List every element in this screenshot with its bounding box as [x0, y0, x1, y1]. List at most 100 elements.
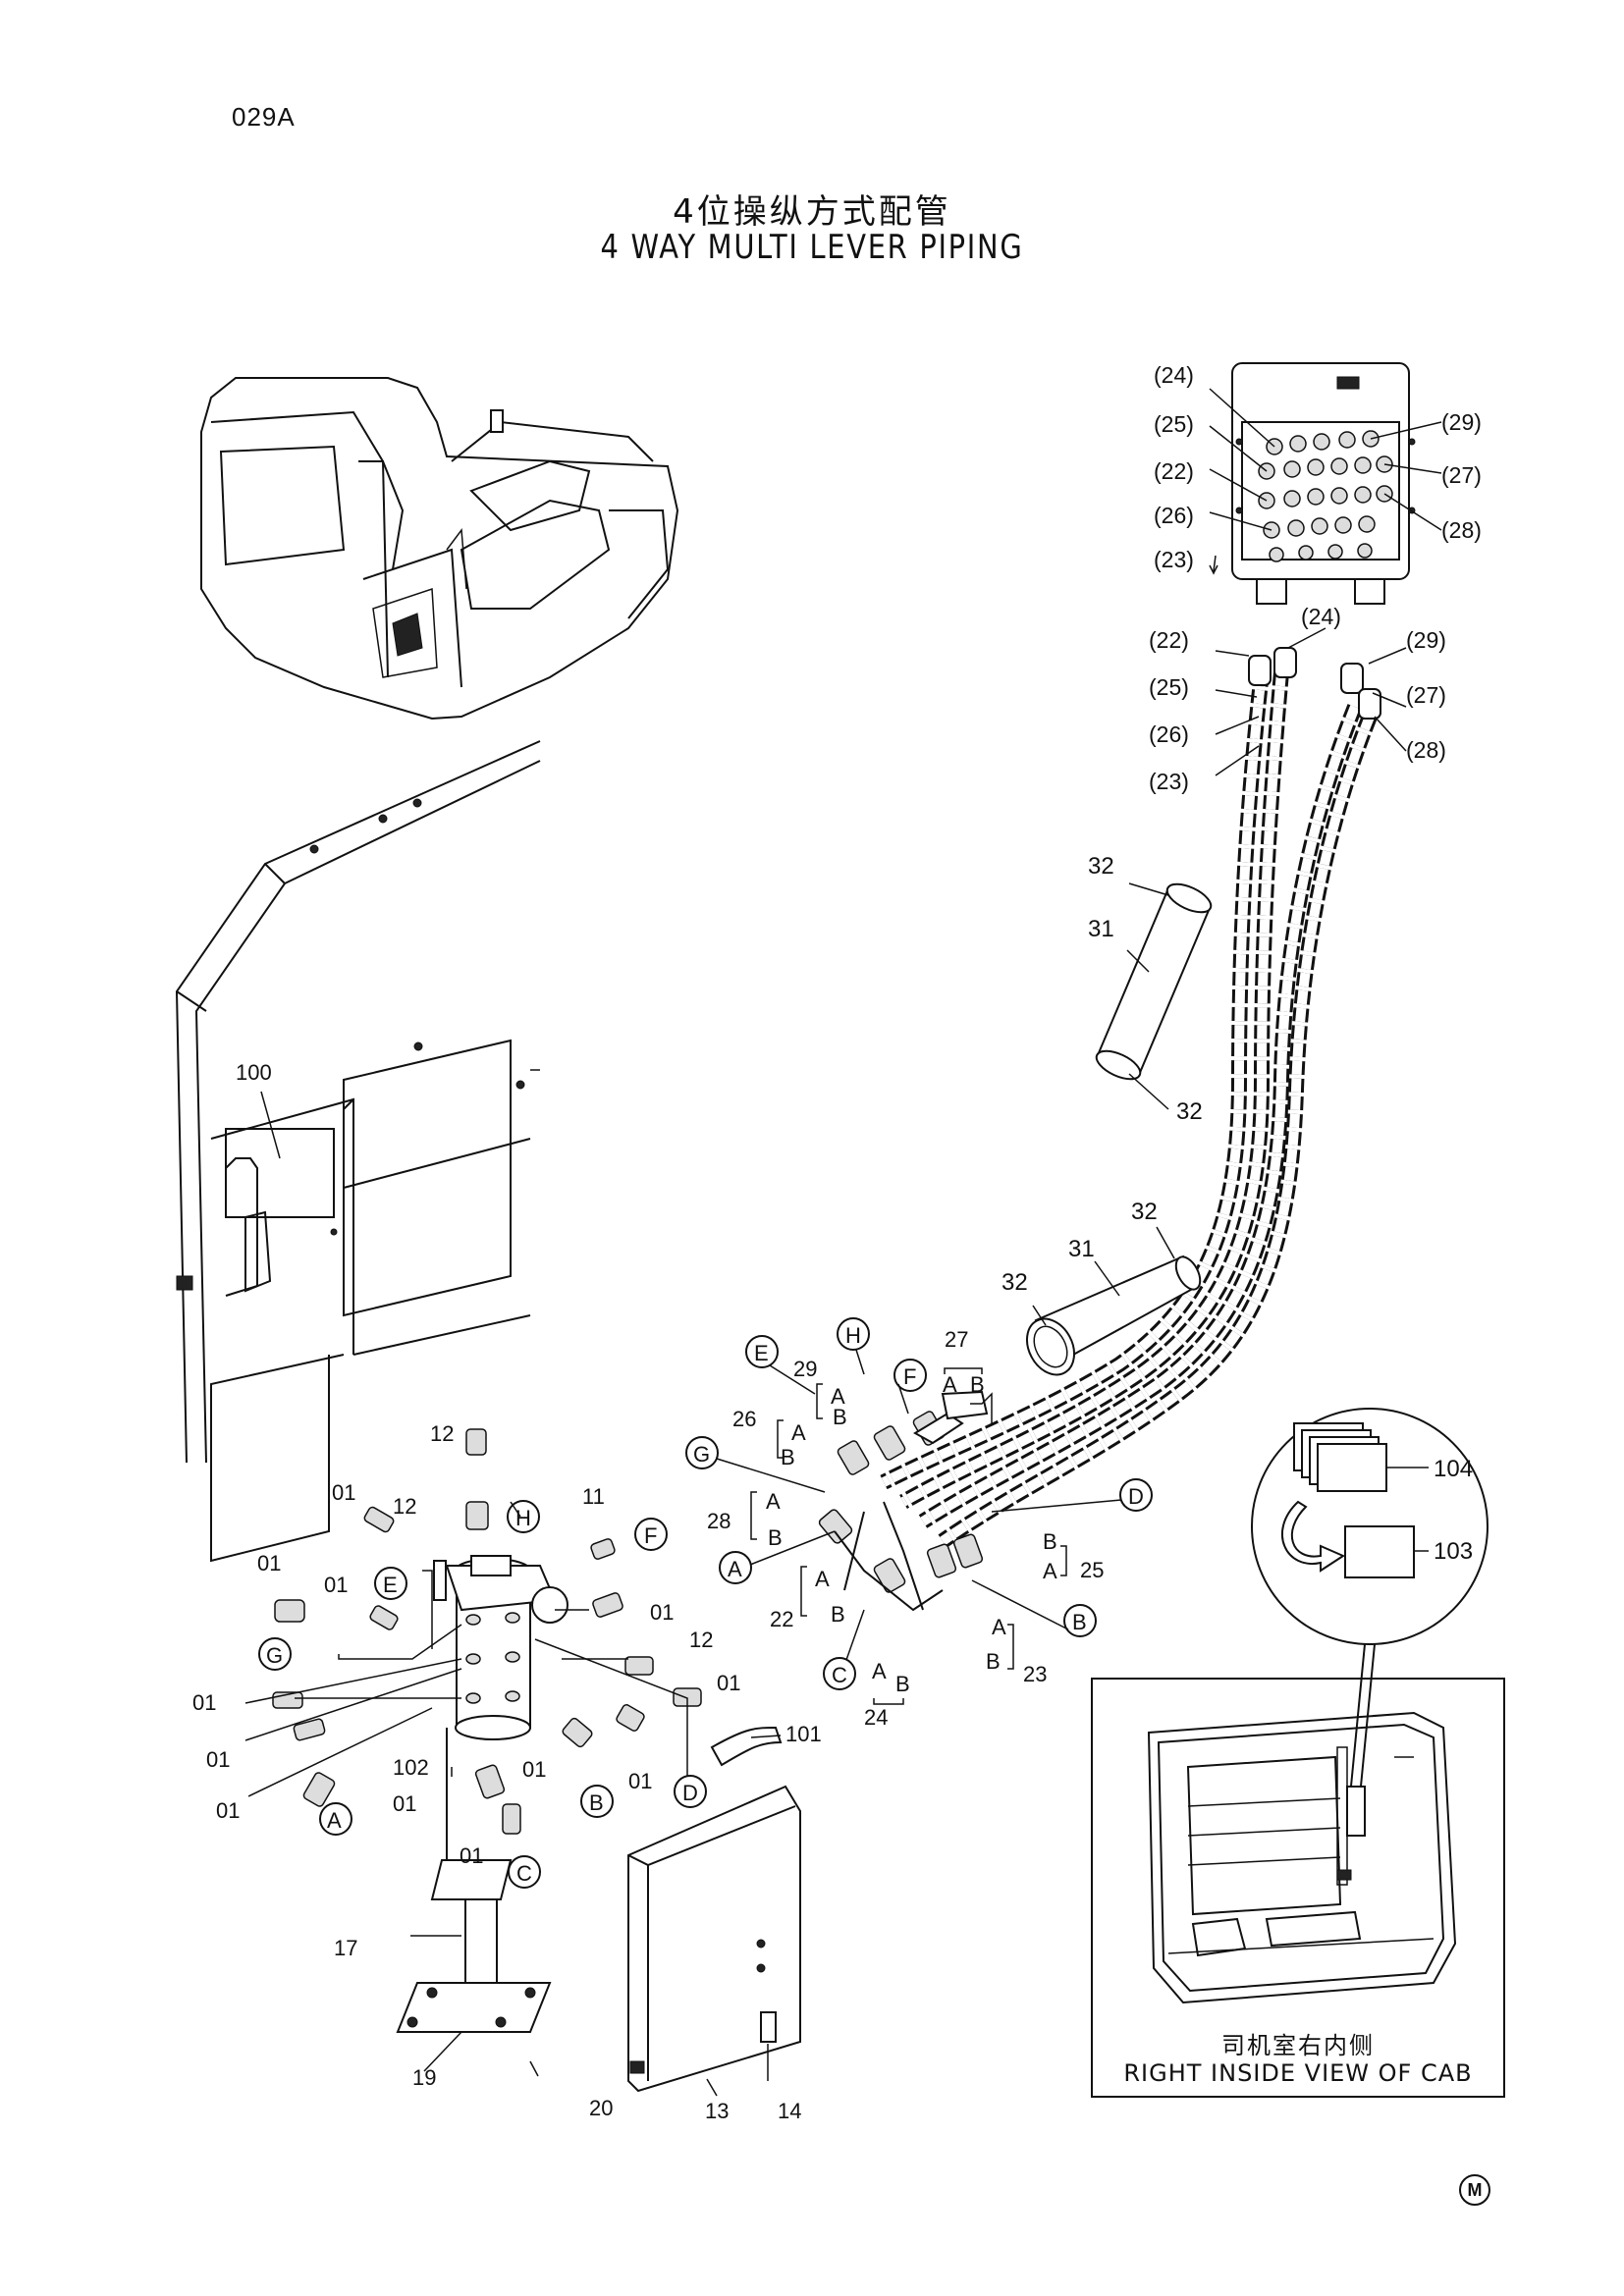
- part-label-12: 12: [393, 1494, 416, 1519]
- valve-label-24: (24): [1154, 362, 1194, 388]
- port-letter-g: G: [266, 1643, 283, 1668]
- hose-label-24: (24): [1301, 604, 1341, 629]
- part-label-24: 24: [864, 1705, 888, 1730]
- part-label-17: 17: [334, 1936, 357, 1960]
- valve-label-27: (27): [1441, 462, 1482, 488]
- port-letter-a: A: [728, 1557, 742, 1581]
- valve-label-28: (28): [1441, 517, 1482, 543]
- valve-label-25: (25): [1154, 411, 1194, 437]
- cover-panel-13: 13 14: [627, 1785, 801, 2123]
- part-label-12: 12: [430, 1421, 454, 1446]
- part-label-22: 22: [770, 1607, 793, 1631]
- inset-caption-cn: 司机室右内侧: [1221, 2032, 1375, 2059]
- part-label-102: 102: [393, 1755, 429, 1780]
- valve-label-26: (26): [1154, 503, 1194, 528]
- hose-label-28: (28): [1406, 737, 1446, 763]
- part-label-29: 29: [793, 1357, 817, 1381]
- part-label-11: 11: [582, 1484, 605, 1509]
- bracket-letter-a: A: [872, 1659, 887, 1683]
- part-label-28: 28: [707, 1509, 731, 1533]
- valve-label-23: (23): [1154, 547, 1194, 572]
- port-letter-d: D: [682, 1781, 698, 1805]
- bracket-letter-b: B: [895, 1672, 910, 1696]
- part-label-104: 104: [1434, 1456, 1473, 1482]
- hose-fittings-center: [818, 1390, 993, 1612]
- part-label-26: 26: [732, 1407, 756, 1431]
- bracket-letter-a: A: [992, 1615, 1006, 1639]
- bracket-letter-b: B: [831, 1602, 845, 1627]
- bracket-letter-a: A: [1043, 1559, 1057, 1583]
- part-label-14: 14: [778, 2099, 801, 2123]
- page-title-en: 4 WAY MULTI LEVER PIPING: [600, 228, 1024, 267]
- inset-caption-en: RIGHT INSIDE VIEW OF CAB: [1123, 2059, 1473, 2087]
- pilot-valve-block: [1209, 362, 1442, 605]
- port-letter-c: C: [516, 1861, 532, 1886]
- part-label-23: 23: [1023, 1662, 1047, 1686]
- hose-label-29: (29): [1406, 627, 1446, 653]
- part-label-01: 01: [717, 1671, 740, 1695]
- port-letter-h: H: [845, 1323, 861, 1348]
- port-letter-g: G: [693, 1442, 710, 1467]
- part-label-19: 19: [412, 2065, 436, 2090]
- port-letter-h: H: [515, 1506, 531, 1530]
- part-label-01: 01: [216, 1798, 240, 1823]
- hose-label-25: (25): [1149, 674, 1189, 700]
- part-label-31: 31: [1068, 1236, 1095, 1262]
- part-label-13: 13: [705, 2099, 729, 2123]
- page-code: 029A: [232, 102, 296, 132]
- part-label-100: 100: [236, 1060, 272, 1085]
- corner-mark: M: [1459, 2174, 1490, 2206]
- bracket-letter-b: B: [768, 1525, 783, 1550]
- hose-label-27: (27): [1406, 682, 1446, 708]
- hose-cover-upper: [1095, 882, 1213, 1110]
- part-label-25: 25: [1080, 1558, 1104, 1582]
- part-label-01: 01: [192, 1690, 216, 1715]
- part-label-27: 27: [945, 1327, 968, 1352]
- part-label-32: 32: [1131, 1199, 1158, 1225]
- valve-port-labels: (24) (25) (22) (26) (23) (29) (27) (28): [1154, 362, 1482, 572]
- part-label-01: 01: [522, 1757, 546, 1782]
- pilot-manifold: [396, 1555, 568, 2077]
- port-letter-d: D: [1128, 1484, 1144, 1509]
- part-label-101: 101: [785, 1722, 822, 1746]
- manifold-fittings: [272, 1428, 783, 1835]
- part-label-01: 01: [628, 1769, 652, 1793]
- hose-label-26: (26): [1149, 721, 1189, 747]
- port-letter-e: E: [383, 1573, 398, 1597]
- port-letter-f: F: [903, 1364, 916, 1389]
- manifold-callouts: H E F G A B C D: [244, 1500, 707, 1889]
- bracket-letter-b: B: [781, 1445, 795, 1469]
- bracket-letter-b: B: [970, 1372, 985, 1397]
- hose-cover-labels: 32 31 32 32 31 32: [1001, 853, 1203, 1296]
- port-letter-c: C: [832, 1663, 847, 1687]
- page-title-cn: 4位操纵方式配管: [673, 192, 951, 232]
- part-label-103: 103: [1434, 1538, 1473, 1565]
- part-label-20: 20: [589, 2096, 613, 2120]
- hose-number-labels-center: 29 26 28 22 27 25 23 24 A B A B A B A B …: [707, 1327, 1104, 1730]
- part-label-01: 01: [332, 1480, 355, 1505]
- part-label-01: 01: [324, 1573, 348, 1597]
- bracket-letter-a: A: [831, 1384, 845, 1409]
- part-label-32: 32: [1001, 1269, 1028, 1296]
- cab-inside-view-box: [1091, 1678, 1505, 2098]
- detail-inset-circle: 104 103: [1251, 1408, 1489, 1797]
- bracket-letter-b: B: [1043, 1529, 1057, 1554]
- valve-label-29: (29): [1441, 409, 1482, 435]
- part-label-01: 01: [460, 1843, 483, 1868]
- part-label-31: 31: [1088, 916, 1114, 942]
- bracket-letter-a: A: [791, 1420, 806, 1445]
- port-letter-a: A: [327, 1808, 342, 1833]
- hose-cover-lower: [1026, 1226, 1202, 1376]
- excavator-illustration: [200, 377, 679, 721]
- part-label-01: 01: [650, 1600, 674, 1625]
- part-label-12: 12: [689, 1628, 713, 1652]
- bracket-letter-a: A: [766, 1489, 781, 1514]
- bracket-letter-a: A: [943, 1372, 957, 1397]
- bracket-letter-b: B: [986, 1649, 1001, 1674]
- part-label-01: 01: [206, 1747, 230, 1772]
- port-letter-e: E: [754, 1341, 769, 1365]
- port-callouts-center: E H F G D A B C: [685, 1317, 1153, 1690]
- bracket-letter-b: B: [833, 1405, 847, 1429]
- part-label-32: 32: [1176, 1098, 1203, 1125]
